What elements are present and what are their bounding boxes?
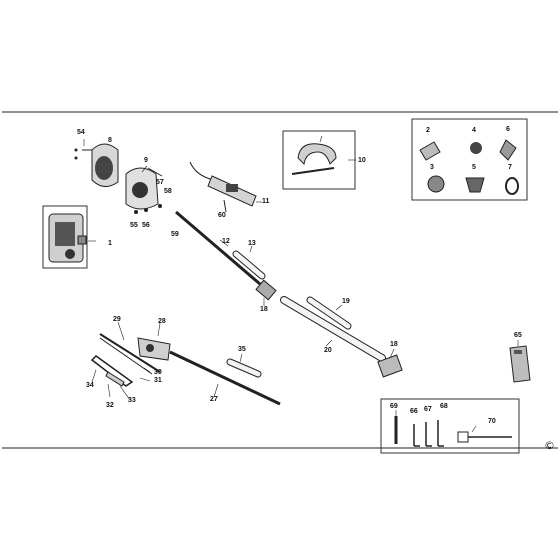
callout-7: 7 <box>508 164 512 171</box>
callout-29: 29 <box>113 316 121 323</box>
callout-5: 5 <box>472 164 476 171</box>
callout-66: 66 <box>410 408 418 415</box>
extension-tube-part <box>307 297 351 329</box>
callout-18-upper: 18 <box>260 306 268 313</box>
callout-60: 60 <box>218 212 226 219</box>
callout-13: 13 <box>248 240 256 247</box>
fan-cover-part <box>74 143 119 187</box>
callout-3: 3 <box>430 164 434 171</box>
tool-set-part <box>380 398 520 454</box>
callout-33: 33 <box>128 397 136 404</box>
starter-housing-part <box>125 167 163 214</box>
leader-lines <box>83 135 519 433</box>
callout-57: 57 <box>156 179 164 186</box>
wrench-part <box>105 371 125 387</box>
callout-18-lower: 18 <box>390 341 398 348</box>
callout-70: 70 <box>488 418 496 425</box>
callout-11: 11 <box>262 198 270 205</box>
callout-55: 55 <box>130 222 138 229</box>
callout-58: 58 <box>164 188 172 195</box>
cutting-head-part <box>99 333 171 375</box>
callout-8: 8 <box>108 137 112 144</box>
callout-68: 68 <box>440 403 448 410</box>
callout-67: 67 <box>424 406 432 413</box>
callout-35: 35 <box>238 346 246 353</box>
callout-2: 2 <box>426 127 430 134</box>
callout-59: 59 <box>171 231 179 238</box>
callout-9: 9 <box>144 157 148 164</box>
callout-69: 69 <box>390 403 398 410</box>
coupler-lower-part <box>377 354 403 378</box>
callout-30: 30 <box>154 369 162 376</box>
callout-6: 6 <box>506 126 510 133</box>
callout-56: 56 <box>142 222 150 229</box>
callout-32: 32 <box>106 402 114 409</box>
callout-20: 20 <box>324 347 332 354</box>
callout-10: 10 <box>358 157 366 164</box>
callout-28: 28 <box>158 318 166 325</box>
lower-shaft-part <box>169 350 281 406</box>
callout-4: 4 <box>472 127 476 134</box>
callout-12: 12 <box>222 238 230 245</box>
coupler-part <box>255 279 277 301</box>
copyright-mark: © <box>544 439 555 452</box>
loop-handle-part <box>282 130 356 190</box>
tool-bag-part <box>509 345 531 383</box>
callout-65: 65 <box>514 332 522 339</box>
callout-31: 31 <box>154 377 162 384</box>
blade-guard-part <box>90 355 134 387</box>
callout-1: 1 <box>108 240 112 247</box>
callout-27: 27 <box>210 396 218 403</box>
callout-34: 34 <box>86 382 94 389</box>
throttle-handle-part <box>189 161 257 213</box>
callout-19: 19 <box>342 298 350 305</box>
hardware-kit-part <box>411 118 528 201</box>
engine-assembly-part <box>42 205 88 269</box>
callout-54: 54 <box>77 129 85 136</box>
drive-shaft-part <box>175 210 261 286</box>
